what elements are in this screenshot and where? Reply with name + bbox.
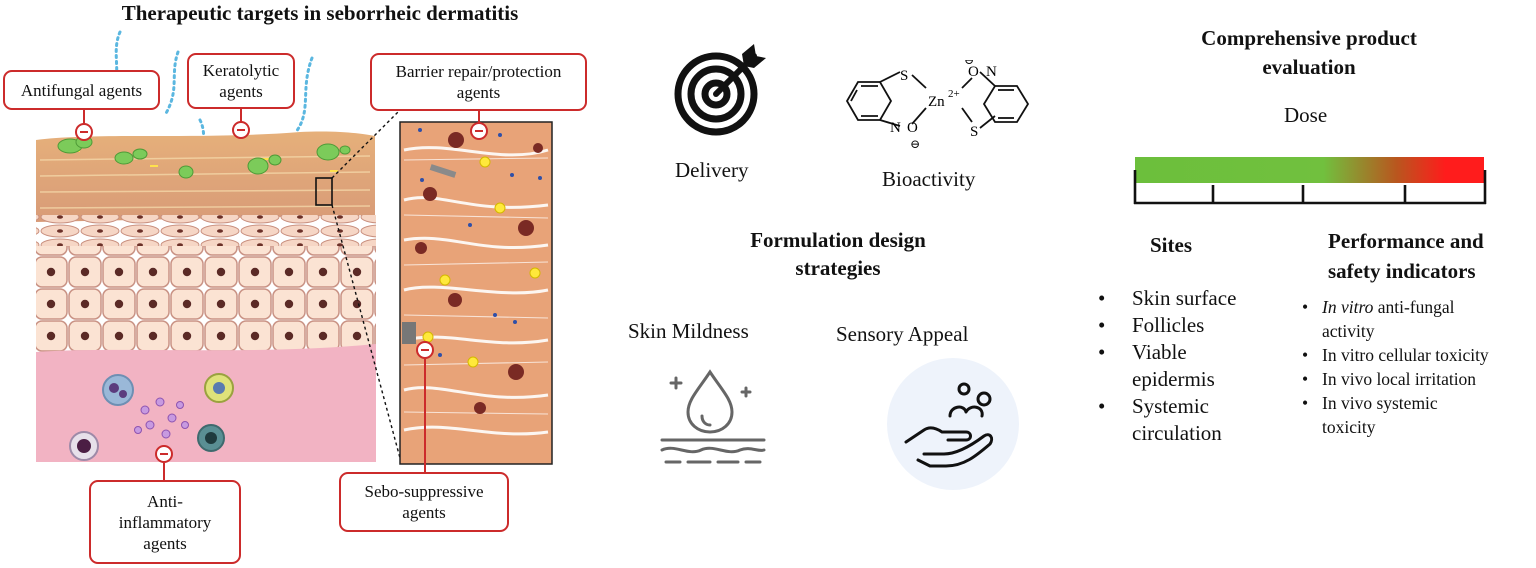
molecule-atom-o1: O xyxy=(907,120,918,136)
inhibit-marker-keratolytic xyxy=(232,121,250,139)
formulation-heading: Formulation design strategies xyxy=(700,226,976,282)
list-item: In vivo local irritation xyxy=(1300,367,1534,391)
formulation-heading-line2: strategies xyxy=(795,256,881,280)
performance-list: In vitro anti-fungal activity In vitro c… xyxy=(1300,295,1534,439)
sensory-appeal-label: Sensory Appeal xyxy=(836,322,969,346)
callout-antifungal-label: Antifungal agents xyxy=(20,80,143,100)
list-item: Viable epidermis xyxy=(1094,339,1230,393)
inhibit-marker-anti-inflammatory xyxy=(155,445,173,463)
callout-sebo-label: Sebo-suppressive agents xyxy=(364,482,484,522)
callout-sebo-suppressive: Sebo-suppressive agents xyxy=(339,472,509,532)
sites-list: Skin surface Follicles Viable epidermis … xyxy=(1094,285,1274,447)
list-item: Systemic circulation xyxy=(1094,393,1252,447)
hand-foam-icon xyxy=(887,358,1019,490)
callout-barrier-label: Barrier repair/protection agents xyxy=(395,62,562,102)
list-item: In vivo systemic toxicity xyxy=(1300,391,1482,439)
site-skin-surface: Skin surface xyxy=(1132,286,1237,310)
performance-heading: Performance and safety indicators xyxy=(1328,226,1484,286)
molecule-charge: 2+ xyxy=(948,88,960,100)
evaluation-heading-line2: evaluation xyxy=(1262,55,1356,79)
molecule-atom-zn: Zn xyxy=(928,94,945,110)
evaluation-heading-line1: Comprehensive product xyxy=(1201,26,1417,50)
callout-barrier-line xyxy=(478,111,480,123)
zinc-pyrithione-structure: S N O Zn 2+ O N S ⊖ ⊖ xyxy=(845,60,1030,150)
list-item: In vitro anti-fungal activity xyxy=(1300,295,1504,343)
molecule-atom-n1: N xyxy=(890,120,901,136)
callout-anti-inflammatory-line xyxy=(163,463,165,481)
water-drop-skin-icon xyxy=(660,369,766,464)
callout-antifungal: Antifungal agents xyxy=(3,70,160,110)
dose-label: Dose xyxy=(1284,103,1328,127)
perf-item-emphasis: In vitro xyxy=(1322,297,1374,317)
molecule-minus-bottom: ⊖ xyxy=(910,137,920,150)
callout-sebo-line xyxy=(424,359,426,473)
callout-anti-inflammatory-label: Anti-inflammatory agents xyxy=(118,491,212,553)
list-item: Skin surface xyxy=(1094,285,1274,312)
perf-item-systemic-toxicity: In vivo systemic toxicity xyxy=(1322,393,1438,437)
molecule-atom-n2: N xyxy=(986,64,997,80)
site-follicles: Follicles xyxy=(1132,313,1205,337)
inhibit-marker-antifungal xyxy=(75,123,93,141)
sites-heading: Sites xyxy=(1150,233,1192,257)
dose-gradient-bar xyxy=(1135,157,1484,183)
perf-item-local-irritation: In vivo local irritation xyxy=(1322,369,1477,389)
dose-scale-ticks xyxy=(1133,170,1487,205)
bioactivity-label: Bioactivity xyxy=(882,167,976,191)
callout-antifungal-line xyxy=(83,110,85,124)
callout-keratolytic-label: Keratolytic agents xyxy=(202,61,280,101)
perf-item-cellular-toxicity: In vitro cellular toxicity xyxy=(1322,345,1489,365)
diagram-title: Therapeutic targets in seborrheic dermat… xyxy=(121,1,519,25)
perf-item-anti-fungal: anti-fungal activity xyxy=(1322,297,1455,341)
inhibit-marker-sebo-suppressive xyxy=(416,341,434,359)
formulation-heading-line1: Formulation design xyxy=(750,228,926,252)
target-arrow-icon xyxy=(674,44,766,136)
callout-keratolytic: Keratolytic agents xyxy=(187,53,295,109)
site-viable-epidermis: Viable epidermis xyxy=(1132,340,1215,391)
list-item: Follicles xyxy=(1094,312,1274,339)
molecule-atom-o2: O xyxy=(968,64,979,80)
inhibit-marker-barrier xyxy=(470,122,488,140)
site-systemic-circulation: Systemic circulation xyxy=(1132,394,1222,445)
callout-barrier-repair: Barrier repair/protection agents xyxy=(370,53,587,111)
molecule-minus-top: ⊖ xyxy=(964,60,974,67)
callout-keratolytic-line xyxy=(240,109,242,122)
molecule-atom-s2: S xyxy=(970,124,978,140)
list-item: In vitro cellular toxicity xyxy=(1300,343,1534,367)
callout-anti-inflammatory: Anti-inflammatory agents xyxy=(89,480,241,564)
evaluation-heading: Comprehensive product evaluation xyxy=(1150,24,1468,82)
molecule-atom-s1: S xyxy=(900,68,908,84)
performance-heading-line2: safety indicators xyxy=(1328,259,1476,283)
skin-mildness-label: Skin Mildness xyxy=(628,319,749,343)
delivery-label: Delivery xyxy=(675,158,749,182)
performance-heading-line1: Performance and xyxy=(1328,229,1484,253)
